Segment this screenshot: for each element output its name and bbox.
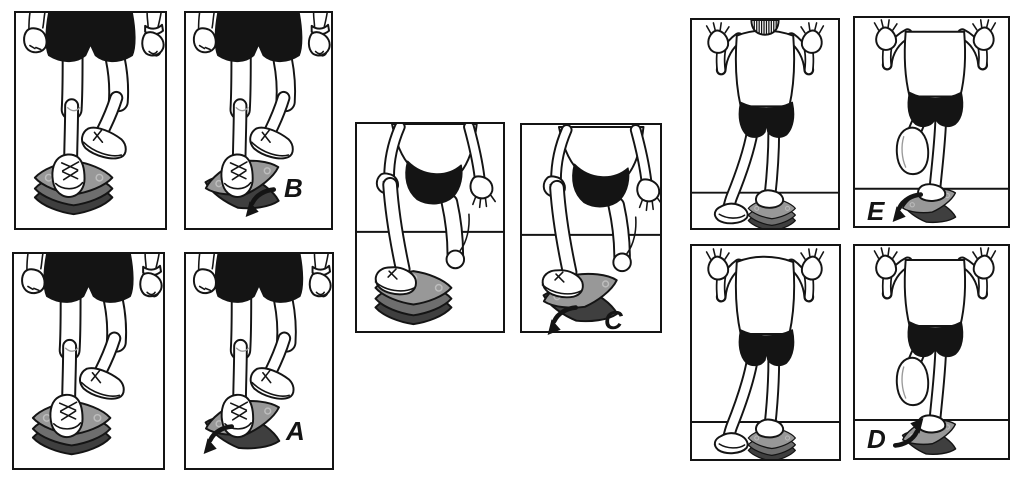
- panel-back-step-top: [690, 18, 840, 230]
- illustration-back-step-pad-level: [692, 20, 838, 228]
- panel-front-level-top: [14, 11, 167, 230]
- panel-label-e: E: [867, 196, 885, 226]
- panel-back-step-bottom: [690, 244, 841, 461]
- panel-lunge-level: [355, 122, 505, 333]
- illustration-single-leg-front-pad-level: [14, 254, 163, 468]
- rotation-arrow-icon: [244, 185, 276, 219]
- illustration-lunge-pad-rotated: [522, 125, 660, 331]
- illustration-back-single-leg-pad-rotated: [855, 246, 1008, 458]
- panel-label-b: B: [284, 173, 303, 203]
- panel-label-a: A: [286, 416, 305, 446]
- illustration-lunge-pad-level: [357, 124, 503, 331]
- panel-label-d: D: [867, 424, 886, 454]
- rotation-arrow-icon: [891, 190, 923, 224]
- illustration-back-single-leg-pad-rotated: [855, 18, 1008, 226]
- panel-label-c: C: [604, 305, 623, 335]
- panel-front-rotated-b: B: [184, 11, 333, 230]
- rotation-arrow-icon: [893, 416, 925, 450]
- panel-back-single-rotated-d: D: [853, 244, 1010, 460]
- illustration-back-step-pad-level: [692, 246, 839, 459]
- panel-back-single-rotated-e: E: [853, 16, 1010, 228]
- panel-front-rotated-a: A: [184, 252, 334, 470]
- panel-lunge-rotated-c: C: [520, 123, 662, 333]
- illustration-single-leg-front-pad-level: [16, 13, 165, 228]
- rotation-arrow-icon: [202, 422, 234, 456]
- rotation-arrow-icon: [546, 303, 578, 337]
- panel-front-level-bottom: [12, 252, 165, 470]
